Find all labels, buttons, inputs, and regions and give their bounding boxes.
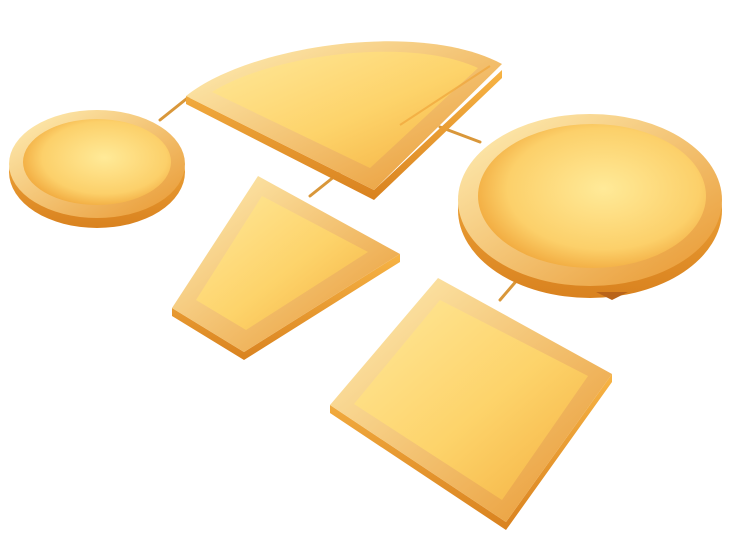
circle-left-shape [9, 110, 185, 228]
trapezoid-center-shape [172, 176, 400, 360]
circle-right-shape [458, 114, 722, 300]
connector-circle-left-to-sector-top [158, 94, 192, 122]
sector-top-shape [186, 41, 502, 200]
square-bottom-shape [330, 278, 612, 530]
